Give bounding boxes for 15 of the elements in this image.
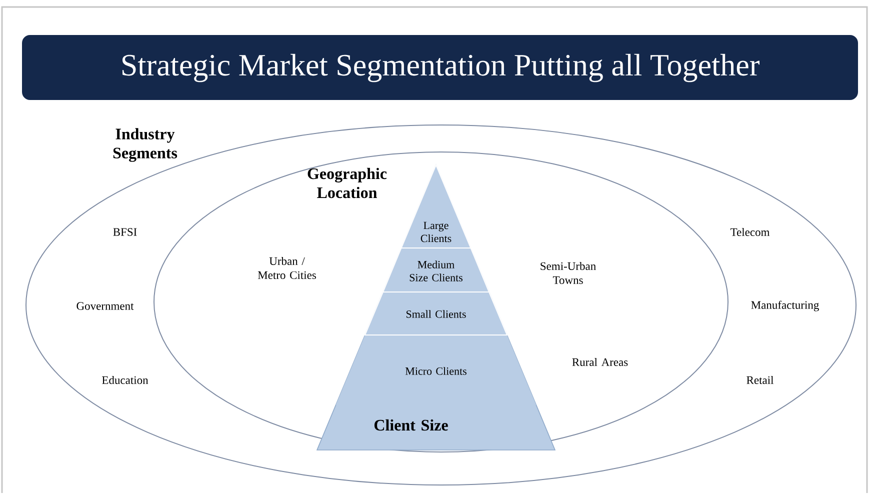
segment-label: Manufacturing bbox=[751, 300, 819, 312]
segment-label: Education bbox=[102, 376, 148, 384]
segment-label: Urban / Metro Cities bbox=[258, 256, 316, 280]
segment-label: Telecom bbox=[730, 228, 770, 236]
heading: Industry Segments bbox=[113, 128, 178, 162]
heading: Geographic Location bbox=[308, 168, 387, 198]
segment-label: Rural Areas bbox=[572, 358, 628, 366]
segment-label: Retail bbox=[746, 376, 774, 384]
heading: Client Size bbox=[374, 419, 448, 431]
segment-label: Semi-Urban Towns bbox=[540, 262, 596, 284]
segment-label: BFSI bbox=[113, 228, 137, 236]
title-banner: Strategic Market Segmentation Putting all Together bbox=[22, 35, 858, 100]
segment-label: Government bbox=[76, 302, 134, 310]
node-label: Micro Clients bbox=[405, 367, 466, 375]
pyramid-band: Micro Clients bbox=[336, 334, 536, 405]
